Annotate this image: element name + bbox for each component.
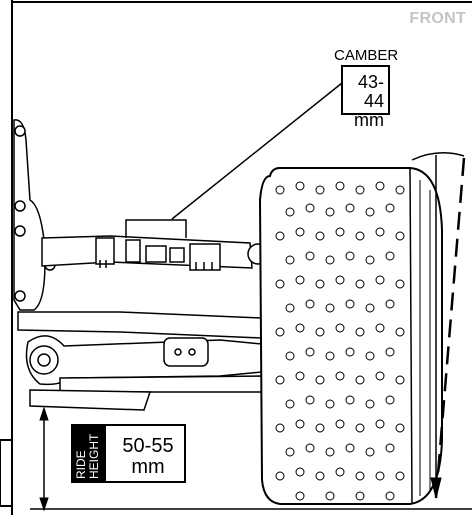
tire-tread-pattern bbox=[275, 180, 431, 501]
camber-value: 43-44 bbox=[357, 72, 384, 111]
ride-height-box: RIDE HEIGHT 50-55 mm bbox=[71, 424, 186, 483]
ride-height-unit: mm bbox=[131, 456, 165, 478]
tire bbox=[258, 167, 443, 505]
ride-height-label-line2: HEIGHT bbox=[87, 433, 101, 479]
camber-title: CAMBER bbox=[334, 47, 399, 64]
side-box bbox=[0, 439, 13, 507]
lower-arm bbox=[17, 311, 263, 411]
front-label: FRONT bbox=[409, 10, 466, 27]
upper-camber-link bbox=[41, 235, 269, 271]
camber-unit: mm bbox=[354, 110, 384, 130]
camber-bracket bbox=[125, 82, 343, 238]
ride-height-dimension bbox=[30, 406, 472, 512]
ride-height-label-block: RIDE HEIGHT bbox=[73, 426, 106, 481]
camber-value-box: 43-44 mm bbox=[341, 65, 390, 130]
ride-height-value-block: 50-55 mm bbox=[113, 436, 183, 478]
camber-angle-indicator bbox=[411, 152, 466, 499]
chassis-plate bbox=[13, 119, 56, 311]
ride-height-value: 50-55 bbox=[122, 435, 174, 457]
